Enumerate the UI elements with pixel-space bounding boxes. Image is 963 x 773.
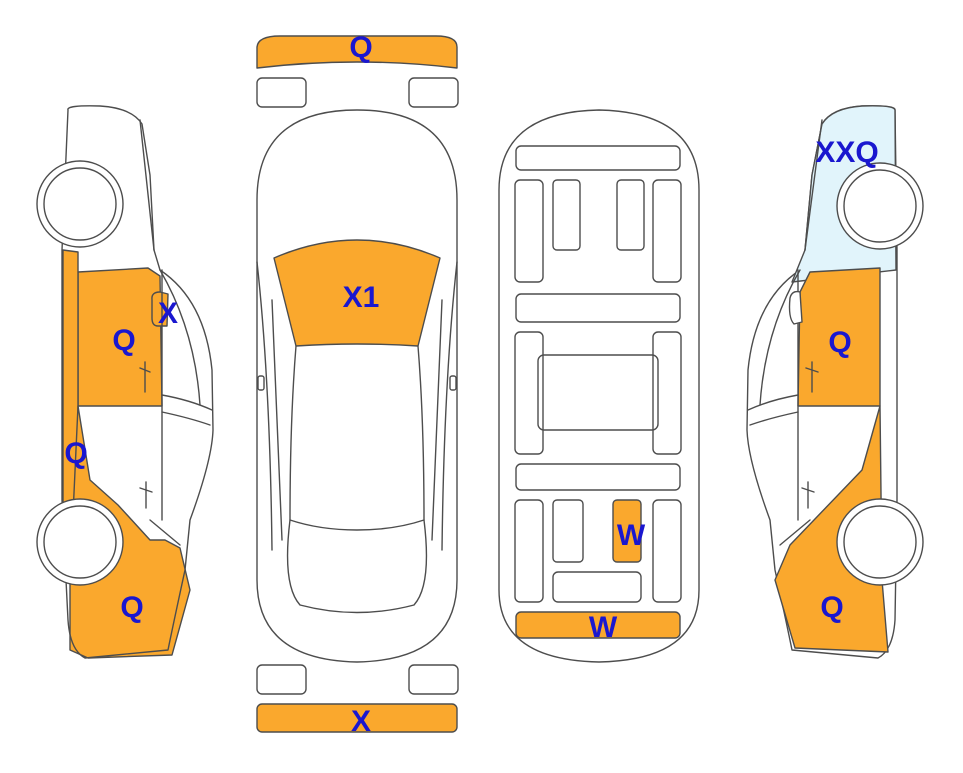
underbody-outline	[498, 109, 700, 663]
under-rear-bar-code: W	[589, 611, 618, 644]
top-door-left	[271, 299, 283, 541]
left-rear-wheel	[36, 498, 124, 586]
left-front-door-code: Q	[112, 324, 135, 357]
left-rocker-line	[149, 519, 181, 546]
under-front-left-inner	[552, 179, 581, 251]
rear-bumper-code: X	[351, 705, 371, 738]
rear-window	[286, 519, 428, 614]
right-handle-front	[805, 361, 819, 393]
under-rear-left-inner	[552, 499, 584, 563]
under-floor-right	[652, 331, 682, 455]
left-pillar-line	[139, 119, 155, 251]
right-rear-quarter-panel[interactable]	[774, 405, 889, 653]
right-rear-wheel	[836, 498, 924, 586]
top-view	[256, 35, 459, 733]
left-rear-wheel-rim	[43, 505, 117, 579]
under-front-left-rail	[514, 179, 544, 283]
left-roof-line	[159, 269, 201, 406]
left-sill-code: Q	[64, 437, 87, 470]
under-mid-cross	[515, 293, 681, 323]
mirror-left	[257, 375, 265, 391]
rear-light-left	[256, 664, 307, 695]
under-rear-tank	[552, 571, 642, 603]
roof-outline	[289, 345, 425, 531]
left-front-wheel-rim	[43, 167, 117, 241]
front-bumper-panel[interactable]	[256, 35, 458, 69]
underbody-view	[498, 109, 700, 663]
under-rear-inner-code: W	[617, 519, 646, 552]
windshield-code: X1	[343, 281, 380, 314]
right-window-line	[747, 394, 799, 411]
under-floor-left	[514, 331, 544, 455]
left-body-outline	[61, 105, 214, 659]
front-light-right	[408, 77, 459, 108]
under-rear-left-rail	[514, 499, 544, 603]
under-front-right-inner	[616, 179, 645, 251]
right-windshield-code: XXQ	[815, 136, 878, 169]
right-roof-line	[759, 269, 801, 406]
under-floor-center	[537, 354, 659, 431]
right-front-wheel-rim	[843, 169, 917, 243]
left-window-line	[161, 394, 213, 411]
under-front-right-rail	[652, 179, 682, 283]
left-window-line-2	[161, 411, 211, 426]
left-front-wheel	[36, 160, 124, 248]
right-rear-quarter-code: Q	[820, 591, 843, 624]
left-side-view	[36, 105, 214, 659]
right-front-door-panel[interactable]	[797, 267, 881, 407]
right-front-door-code: Q	[828, 326, 851, 359]
windshield-panel[interactable]	[273, 239, 441, 347]
left-handle-front	[139, 361, 151, 393]
under-rear-bar-panel[interactable]	[515, 611, 681, 639]
front-light-left	[256, 77, 307, 108]
top-right-edge	[441, 261, 458, 551]
right-side-view	[746, 105, 924, 659]
left-mirror-code: X	[158, 297, 178, 330]
right-front-wheel	[836, 162, 924, 250]
top-body-outline	[256, 109, 458, 663]
under-rear-right-rail	[652, 499, 682, 603]
left-mirror-panel[interactable]	[151, 291, 169, 327]
right-rocker-line	[779, 519, 811, 546]
rear-light-right	[408, 664, 459, 695]
mirror-right	[449, 375, 457, 391]
under-rear-right-inner-panel[interactable]	[612, 499, 642, 563]
under-rear-cross	[515, 463, 681, 491]
right-mirror	[788, 290, 803, 325]
top-left-edge	[256, 261, 273, 551]
left-rear-quarter-code: Q	[120, 591, 143, 624]
right-rear-wheel-rim	[843, 505, 917, 579]
rear-bumper-panel[interactable]	[256, 703, 458, 733]
under-front-cross	[515, 145, 681, 171]
right-handle-rear	[801, 481, 815, 509]
front-bumper-code: Q	[349, 31, 372, 64]
right-window-line-2	[749, 411, 799, 426]
top-door-right	[431, 299, 443, 541]
right-pillar-line	[804, 119, 823, 251]
left-handle-rear	[139, 481, 153, 509]
